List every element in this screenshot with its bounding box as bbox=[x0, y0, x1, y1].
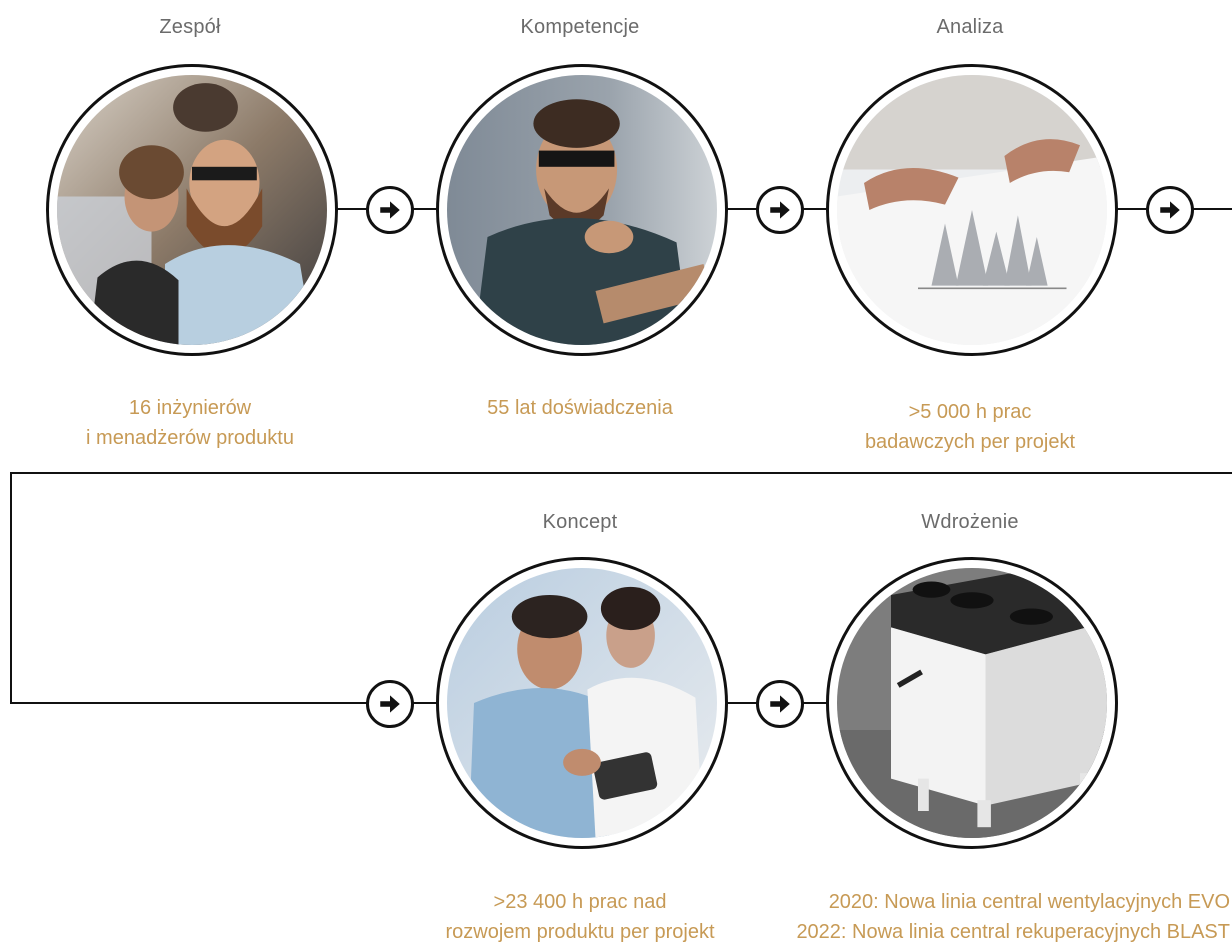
step-description: >23 400 h prac nad rozwojem produktu per… bbox=[410, 887, 750, 947]
step-title: Wdrożenie bbox=[820, 511, 1120, 534]
return-line-left bbox=[10, 472, 12, 704]
step-circle-analiza bbox=[826, 64, 1118, 356]
step-circle-zespol bbox=[46, 64, 338, 356]
ventilation-unit-product-photo bbox=[837, 568, 1107, 838]
step-title: Kompetencje bbox=[430, 16, 730, 39]
step-description: 16 inżynierów i menadżerów produktu bbox=[40, 393, 340, 453]
step-description: 55 lat doświadczenia bbox=[430, 393, 730, 423]
right-arrow-icon bbox=[756, 680, 804, 728]
team-at-laptop-photo bbox=[57, 75, 327, 345]
step-description: 2020: Nowa linia central wentylacyjnych … bbox=[760, 887, 1230, 947]
step-title: Koncept bbox=[430, 511, 730, 534]
charts-analysis-photo bbox=[837, 75, 1107, 345]
step-title: Analiza bbox=[820, 16, 1120, 39]
two-people-with-tablet-photo bbox=[447, 568, 717, 838]
step-circle-wdrozenie bbox=[826, 557, 1118, 849]
right-arrow-icon bbox=[366, 186, 414, 234]
right-arrow-icon bbox=[366, 680, 414, 728]
thinking-man-with-glasses-photo bbox=[447, 75, 717, 345]
step-title: Zespół bbox=[40, 16, 340, 39]
step-circle-koncept bbox=[436, 557, 728, 849]
right-arrow-icon bbox=[1146, 186, 1194, 234]
right-arrow-icon bbox=[756, 186, 804, 234]
return-line-top bbox=[10, 472, 1232, 474]
step-circle-kompetencje bbox=[436, 64, 728, 356]
step-description: >5 000 h prac badawczych per projekt bbox=[820, 397, 1120, 457]
